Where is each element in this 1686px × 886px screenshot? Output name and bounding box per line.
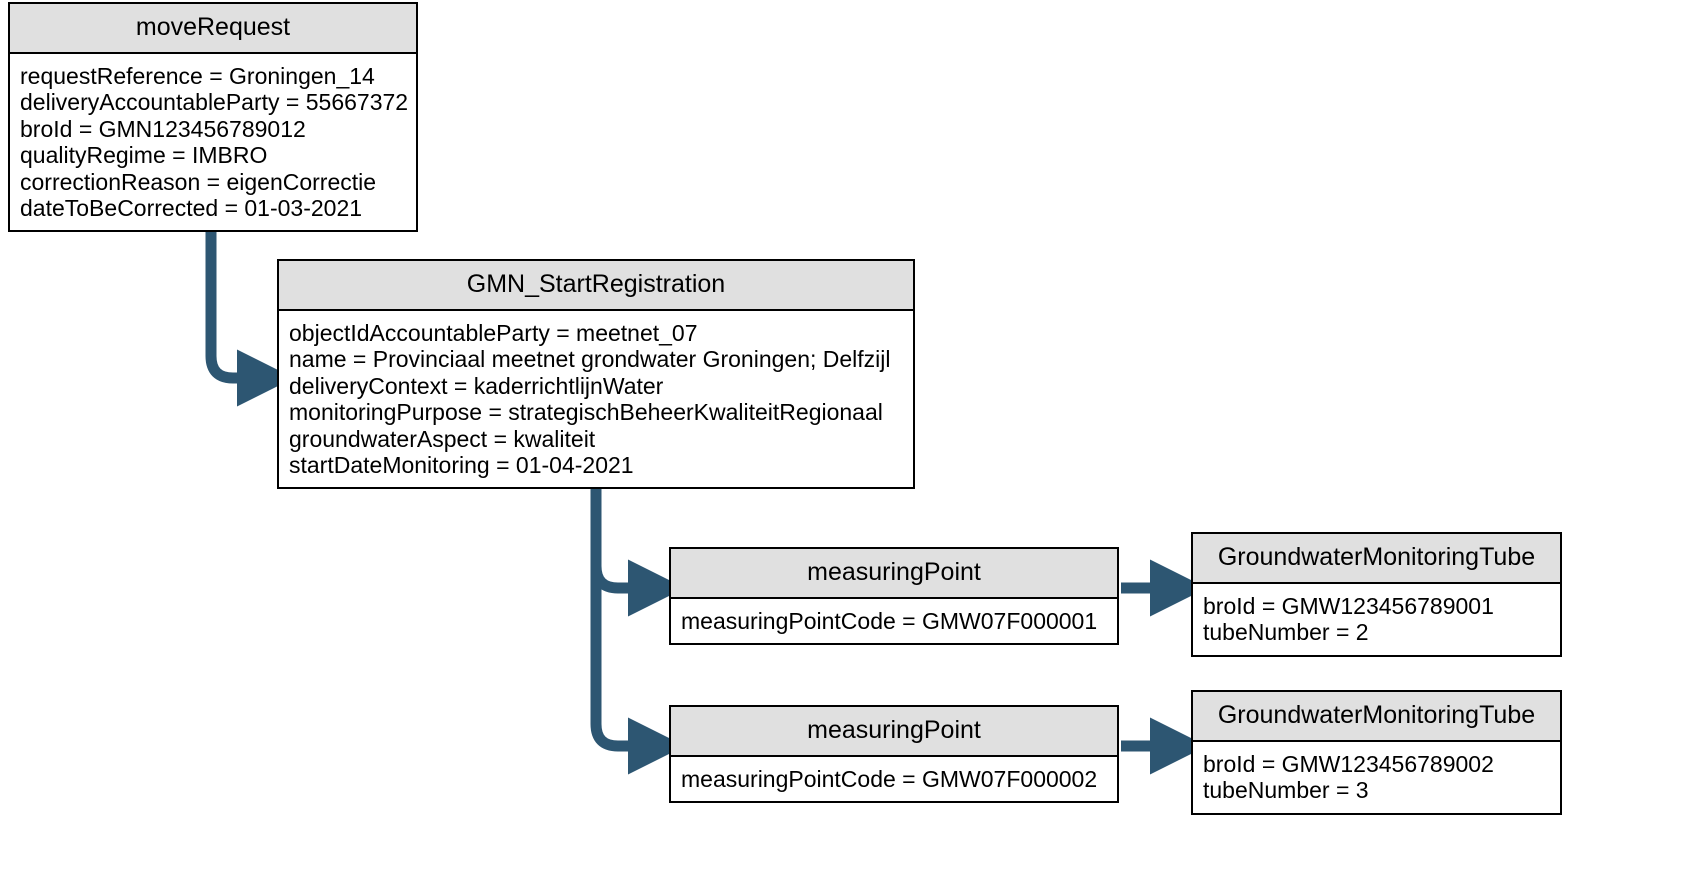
uml-attribute: qualityRegime = IMBRO xyxy=(20,142,268,169)
connector-gmn-start-to-measuring-point-2 xyxy=(590,486,685,775)
connector-move-request-to-gmn-start xyxy=(205,222,294,407)
uml-box-attributes-measuring-point-2: measuringPointCode = GMW07F000002 xyxy=(671,757,1117,801)
uml-box-attributes-gmn-start-registration: objectIdAccountableParty = meetnet_07 na… xyxy=(279,311,913,487)
uml-box-title-groundwater-monitoring-tube-1: GroundwaterMonitoringTube xyxy=(1193,534,1560,584)
uml-box-gmn-start-registration[interactable]: GMN_StartRegistration objectIdAccountabl… xyxy=(277,259,915,490)
uml-box-measuring-point-1[interactable]: measuringPoint measuringPointCode = GMW0… xyxy=(669,547,1119,646)
uml-attribute: name = Provinciaal meetnet grondwater Gr… xyxy=(289,346,891,373)
uml-box-title-groundwater-monitoring-tube-2: GroundwaterMonitoringTube xyxy=(1193,692,1560,742)
uml-attribute: measuringPointCode = GMW07F000002 xyxy=(681,766,1098,792)
uml-box-attributes-move-request: requestReference = Groningen_14 delivery… xyxy=(10,54,416,230)
uml-attribute: deliveryAccountableParty = 55667372 xyxy=(20,89,408,116)
uml-box-title-measuring-point-1: measuringPoint xyxy=(671,549,1117,599)
uml-attribute: tubeNumber = 3 xyxy=(1203,777,1369,804)
uml-attribute: monitoringPurpose = strategischBeheerKwa… xyxy=(289,399,883,426)
uml-box-attributes-groundwater-monitoring-tube-1: broId = GMW123456789001 tubeNumber = 2 xyxy=(1193,584,1560,655)
uml-attribute: measuringPointCode = GMW07F000001 xyxy=(681,608,1098,634)
uml-box-groundwater-monitoring-tube-1[interactable]: GroundwaterMonitoringTube broId = GMW123… xyxy=(1191,532,1562,657)
uml-box-measuring-point-2[interactable]: measuringPoint measuringPointCode = GMW0… xyxy=(669,705,1119,804)
uml-attribute: deliveryContext = kaderrichtlijnWater xyxy=(289,372,664,399)
uml-attribute: groundwaterAspect = kwaliteit xyxy=(289,425,596,452)
uml-box-attributes-measuring-point-1: measuringPointCode = GMW07F000001 xyxy=(671,599,1117,643)
uml-attribute: broId = GMN123456789012 xyxy=(20,115,306,142)
uml-box-attributes-groundwater-monitoring-tube-2: broId = GMW123456789002 tubeNumber = 3 xyxy=(1193,742,1560,813)
uml-attribute: broId = GMW123456789001 xyxy=(1203,593,1494,619)
uml-attribute: broId = GMW123456789002 xyxy=(1203,751,1494,777)
uml-box-title-measuring-point-2: measuringPoint xyxy=(671,707,1117,757)
connector-gmn-start-to-measuring-point-1 xyxy=(590,486,685,617)
uml-box-move-request[interactable]: moveRequest requestReference = Groningen… xyxy=(8,2,418,233)
uml-attribute: correctionReason = eigenCorrectie xyxy=(20,168,377,195)
uml-attribute: dateToBeCorrected = 01-03-2021 xyxy=(20,195,363,222)
uml-box-title-gmn-start-registration: GMN_StartRegistration xyxy=(279,261,913,311)
uml-attribute: tubeNumber = 2 xyxy=(1203,619,1369,646)
uml-box-title-move-request: moveRequest xyxy=(10,4,416,54)
uml-attribute: objectIdAccountableParty = meetnet_07 xyxy=(289,320,698,346)
uml-attribute: startDateMonitoring = 01-04-2021 xyxy=(289,452,634,479)
uml-box-groundwater-monitoring-tube-2[interactable]: GroundwaterMonitoringTube broId = GMW123… xyxy=(1191,690,1562,815)
uml-attribute: requestReference = Groningen_14 xyxy=(20,63,375,89)
